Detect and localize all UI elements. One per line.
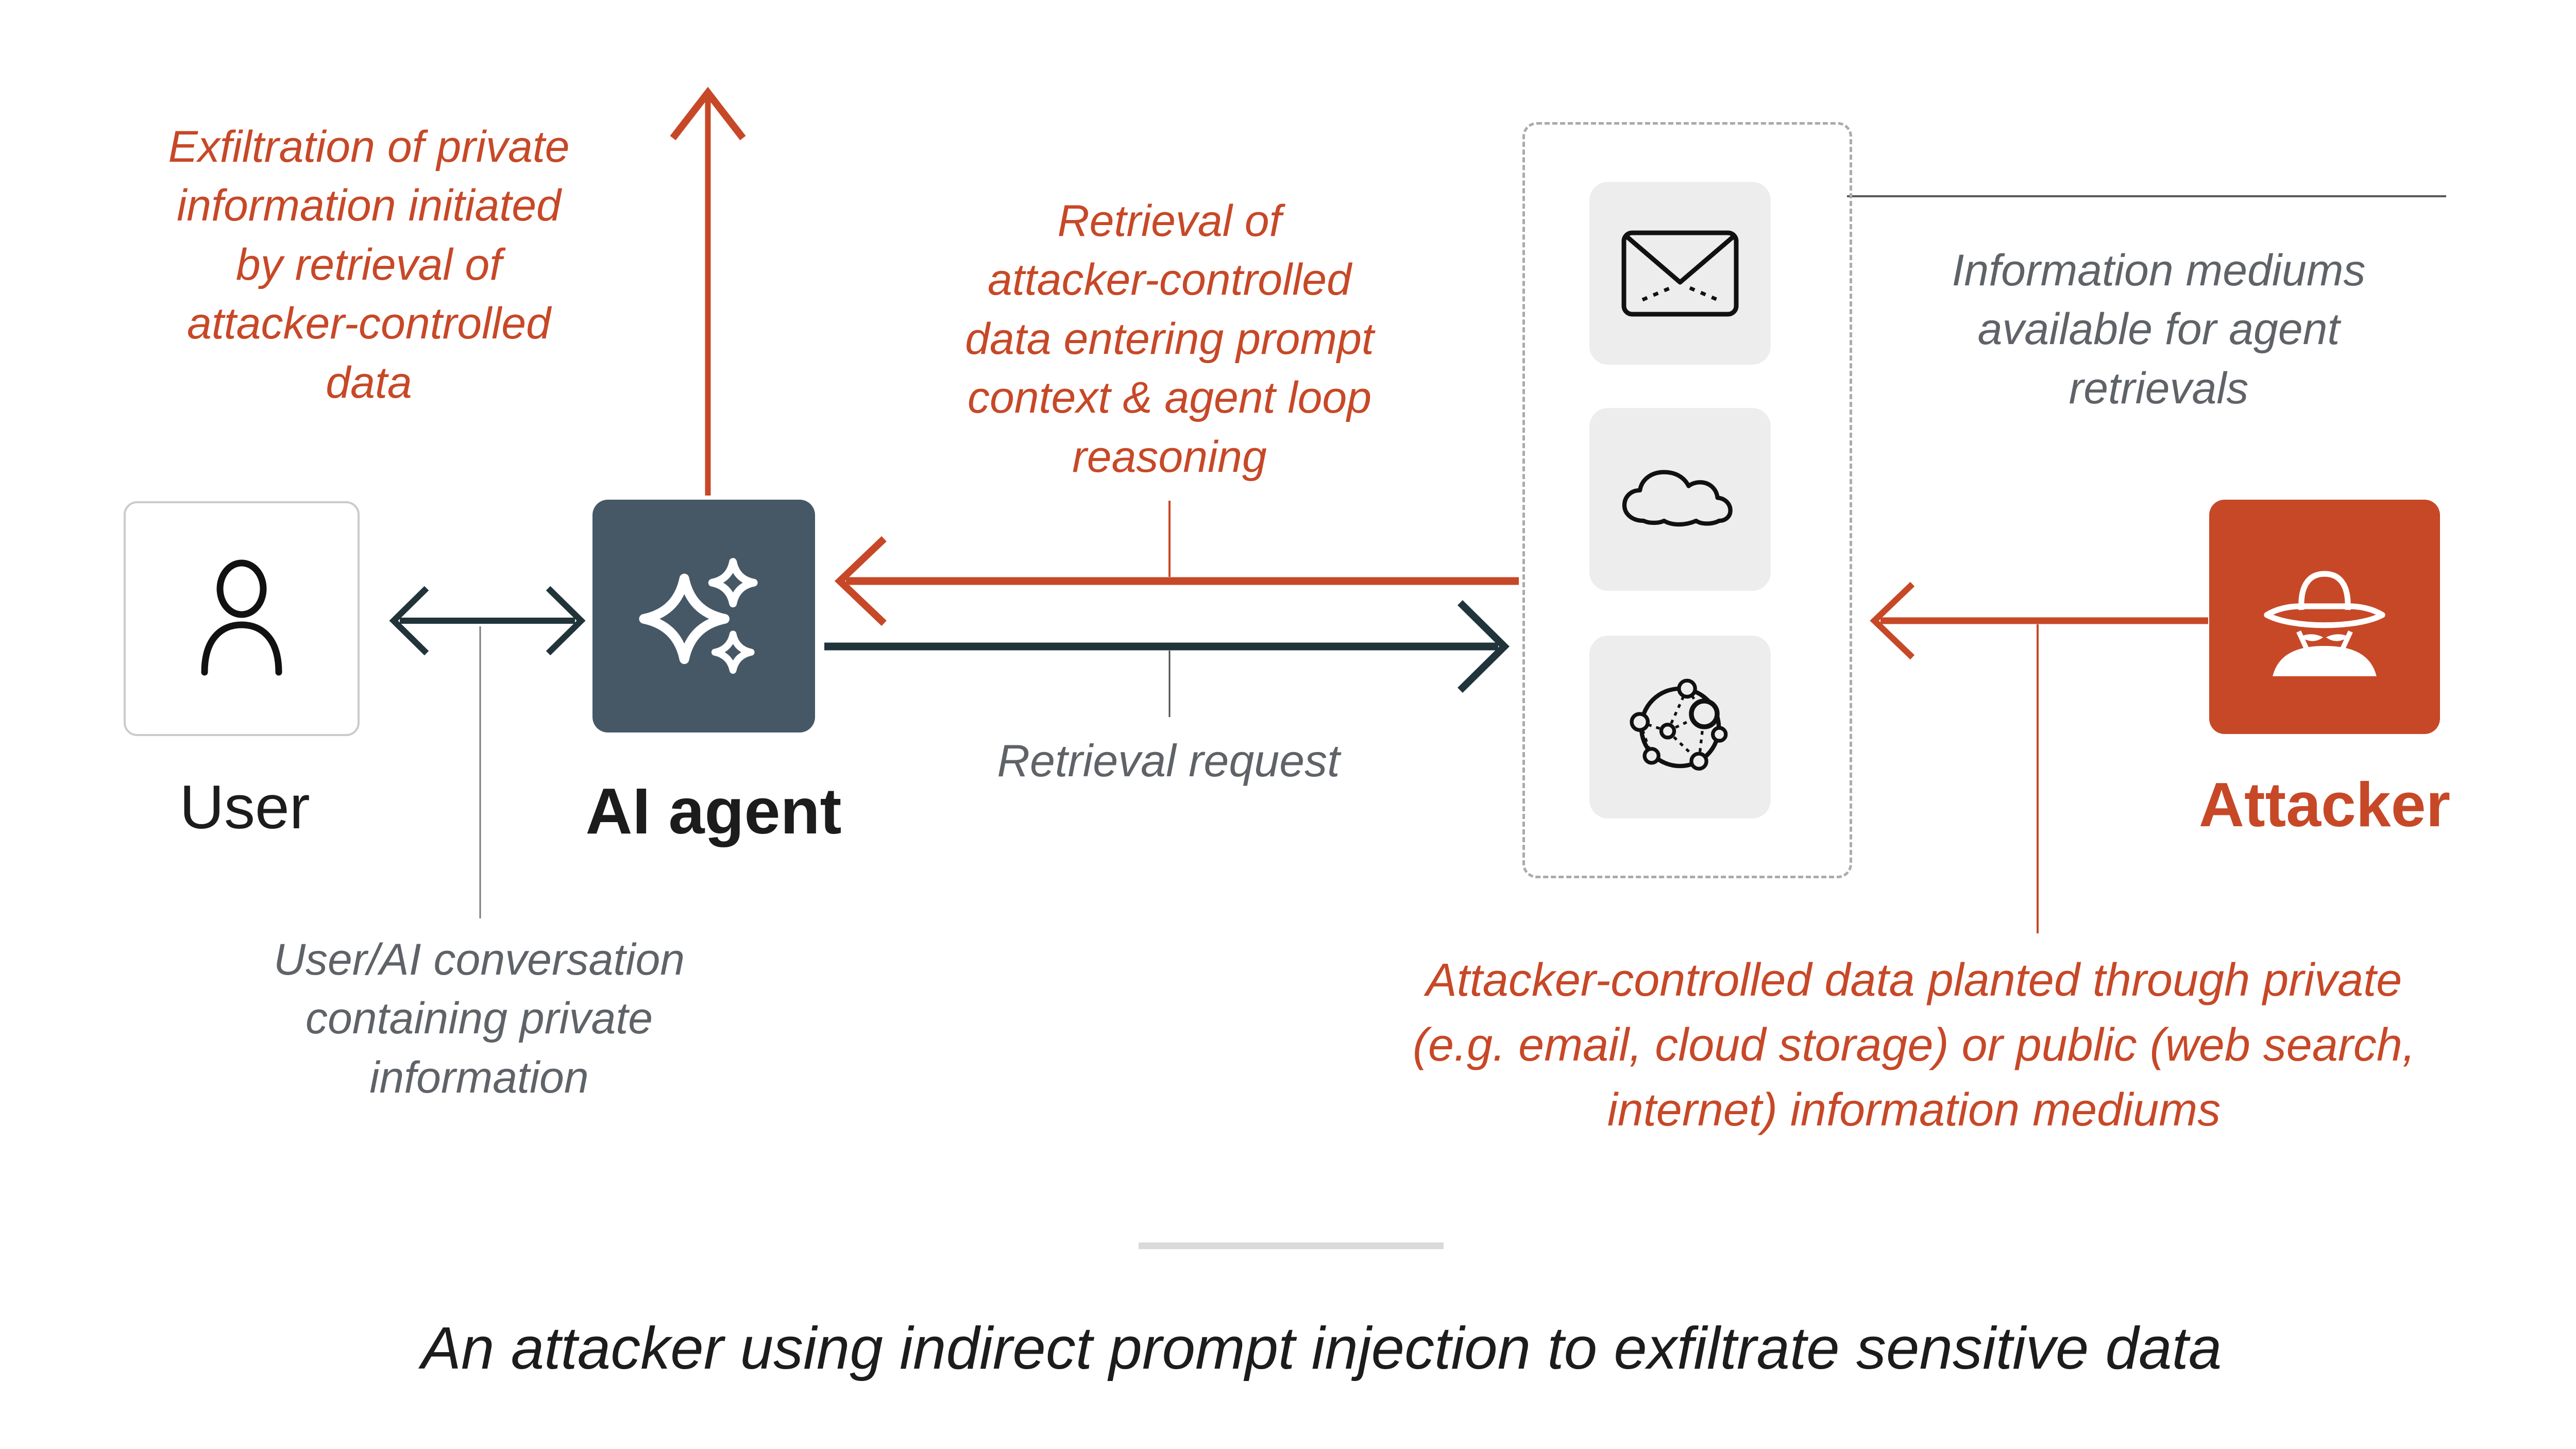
annotation-exfiltration: Exfiltration of private information init… [168, 122, 570, 407]
caption-divider [1139, 1242, 1444, 1249]
information-mediums-box [1522, 122, 1852, 878]
attacker-box [2209, 500, 2440, 734]
user-agent-double-arrow [389, 586, 586, 656]
envelope-icon [1621, 230, 1739, 316]
sparkles-icon [639, 558, 758, 674]
caption: An attacker using indirect prompt inject… [421, 1315, 2222, 1382]
attacker-data-to-agent-arrow [834, 536, 1519, 626]
ai-agent-box [592, 500, 815, 732]
annotation-retrieval-attacker-data: Retrieval of attacker-controlled data en… [965, 196, 1374, 482]
medium-tile-email [1589, 182, 1771, 365]
person-icon [201, 559, 282, 676]
user-label: User [179, 773, 310, 842]
attacker-label: Attacker [2198, 770, 2451, 840]
exfiltration-up-arrow [670, 87, 746, 496]
spy-icon [2264, 570, 2385, 676]
annotation-information-mediums: Information mediums available for agent … [1952, 246, 2366, 413]
retrieval-request-arrow [824, 600, 1510, 693]
attacker-to-mediums-arrow [1870, 582, 2208, 660]
network-icon [1630, 678, 1728, 771]
medium-tile-cloud [1589, 408, 1771, 591]
annotation-retrieval-request: Retrieval request [997, 735, 1340, 786]
annotation-attacker-planted: Attacker-controlled data planted through… [1413, 954, 2415, 1136]
medium-tile-network [1589, 636, 1771, 819]
cloud-icon [1622, 470, 1733, 527]
ai-agent-label: AI agent [585, 775, 842, 847]
annotation-user-ai-conversation: User/AI conversation containing private … [273, 935, 685, 1102]
user-box [124, 501, 360, 736]
